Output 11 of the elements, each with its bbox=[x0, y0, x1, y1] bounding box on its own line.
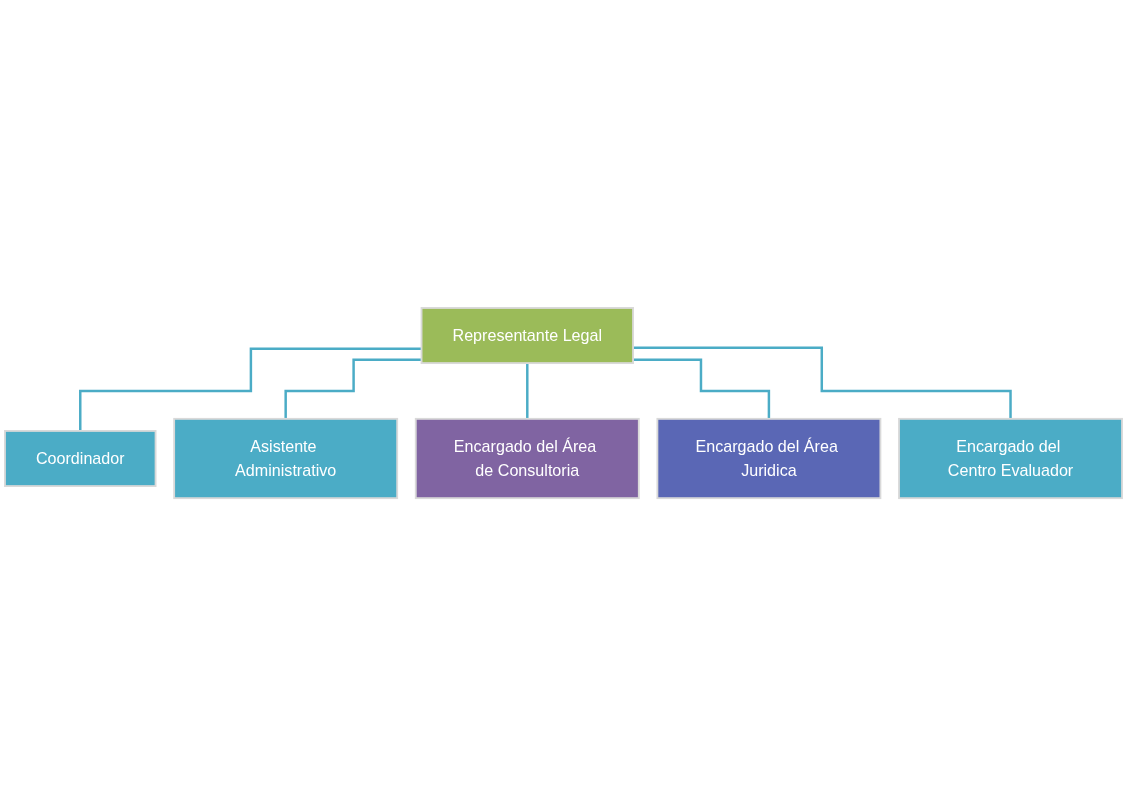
connector bbox=[284, 359, 422, 421]
node-box: Encargado del Centro Evaluador bbox=[898, 418, 1123, 500]
connector bbox=[633, 359, 771, 421]
node-box: Asistente Administrativo bbox=[173, 418, 399, 500]
node-box: Encargado del Área de Consultoria bbox=[414, 418, 640, 500]
connector bbox=[633, 346, 1012, 421]
connector bbox=[79, 347, 422, 433]
connector bbox=[526, 362, 529, 421]
node-box: Representante Legal bbox=[420, 307, 634, 365]
node-box: Coordinador bbox=[4, 430, 157, 488]
node-box: Encargado del Área Juridica bbox=[656, 418, 882, 500]
